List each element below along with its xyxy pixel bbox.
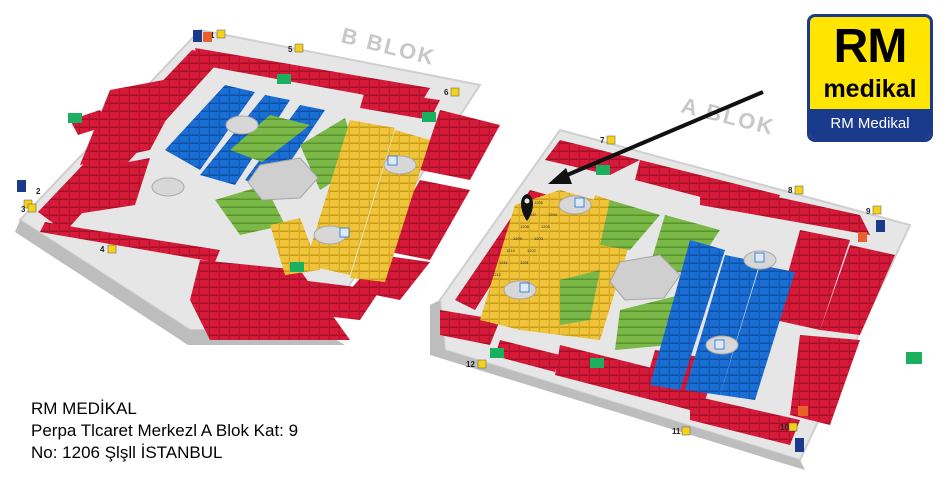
- logo-small-text: medikal: [823, 75, 917, 103]
- elevator-icon: [714, 339, 725, 350]
- stairs-icon: [107, 244, 117, 254]
- b-block: B BLOK: [15, 23, 500, 345]
- svg-text:10: 10: [780, 423, 789, 432]
- fire-exit-icon: [422, 112, 436, 122]
- stair-marker: 10: [780, 422, 798, 432]
- logo-band-text: RM Medikal: [810, 109, 930, 139]
- svg-text:3: 3: [21, 205, 26, 214]
- unit-label: 1211: [499, 260, 508, 265]
- svg-text:1: 1: [210, 31, 215, 40]
- stair-marker: 4: [100, 244, 117, 254]
- restroom-icon: [17, 180, 26, 192]
- company-name: RM MEDİKAL: [31, 399, 137, 418]
- stair-marker: 9: [866, 205, 882, 216]
- unit-label: 1212: [492, 272, 502, 277]
- fire-exit-icon: [798, 406, 808, 416]
- unit-label: 1208: [534, 200, 544, 205]
- stairs-icon: [788, 422, 798, 432]
- fire-exit-icon: [277, 74, 291, 84]
- unit-label: 1207: [527, 212, 537, 217]
- fire-exit-icon: [596, 165, 610, 175]
- elevator-icon: [339, 227, 350, 238]
- stair-marker: 11: [672, 426, 691, 436]
- address-block: RM MEDİKAL Perpa Tlcaret Merkezl A Blok …: [31, 398, 298, 464]
- stair-marker: 6: [444, 87, 460, 97]
- elevator-icon: [754, 252, 765, 263]
- a-block: A BLOK: [430, 93, 912, 470]
- logo-big-text: RM: [833, 20, 908, 73]
- address-line: Perpa Tlcaret Merkezl A Blok Kat: 9: [31, 421, 299, 440]
- fire-exit-icon: [68, 113, 82, 123]
- unit-label: 1210: [506, 248, 516, 253]
- unit-label: 1204: [548, 212, 558, 217]
- stairs-icon: [477, 359, 487, 369]
- location-pin-icon: [521, 194, 533, 221]
- stair-marker: 3: [21, 203, 37, 214]
- stairs-icon: [450, 87, 460, 97]
- stairs-icon: [681, 426, 691, 436]
- stair-marker: 7: [600, 135, 616, 145]
- fire-exit-icon: [203, 32, 212, 42]
- svg-text:12: 12: [466, 360, 475, 369]
- unit-labels: 1206 1207 1208 1209 1210 1211 1212 1205 …: [492, 200, 558, 277]
- stair-marker: 5: [288, 43, 304, 54]
- elevator-icon: [387, 155, 398, 166]
- stair-marker: 8: [788, 185, 804, 195]
- a-block-label: A BLOK: [679, 93, 778, 140]
- svg-text:4: 4: [100, 245, 105, 254]
- fire-exit-icon: [490, 348, 504, 358]
- svg-text:6: 6: [444, 88, 449, 97]
- restroom-icon: [193, 30, 202, 42]
- svg-text:7: 7: [600, 136, 605, 145]
- fire-exit-icon: [590, 358, 604, 368]
- restroom-icon: [795, 438, 804, 452]
- restroom-icon: [876, 220, 885, 232]
- unit-label: 1203: [534, 236, 544, 241]
- stairs-icon: [216, 29, 226, 39]
- arrow-pointer-icon: [548, 90, 764, 184]
- stairs-icon: [872, 205, 882, 215]
- stair-marker: 12: [466, 359, 487, 369]
- stairs-icon: [294, 43, 304, 53]
- fire-exit-icon: [290, 262, 304, 272]
- brand-logo: RM medikal RM Medikal: [807, 14, 933, 142]
- unit-label: 1205: [541, 224, 551, 229]
- elevator-icon: [519, 282, 530, 293]
- svg-text:9: 9: [866, 207, 871, 216]
- svg-text:8: 8: [788, 186, 793, 195]
- stair-marker: 1: [210, 29, 226, 40]
- unit-label: 1201: [520, 260, 530, 265]
- fire-exit-icon: [858, 232, 867, 242]
- address-line: No: 1206 Şlşll İSTANBUL: [31, 443, 223, 462]
- stairs-icon: [606, 135, 616, 145]
- fire-exit-icon: [906, 352, 922, 364]
- facility-icons: [17, 30, 922, 452]
- stairs-icon: [27, 203, 37, 213]
- svg-text:2: 2: [36, 187, 41, 196]
- stair-markers: 1 2 3 4 5 6 7 8 9 10 11 12: [21, 29, 882, 436]
- unit-label: 1202: [527, 248, 537, 253]
- unit-label: 1209: [513, 236, 523, 241]
- elevator-icon: [574, 197, 585, 208]
- svg-text:11: 11: [672, 427, 681, 436]
- svg-text:5: 5: [288, 45, 293, 54]
- stairs-icon: [794, 185, 804, 195]
- unit-label: 1206: [520, 224, 530, 229]
